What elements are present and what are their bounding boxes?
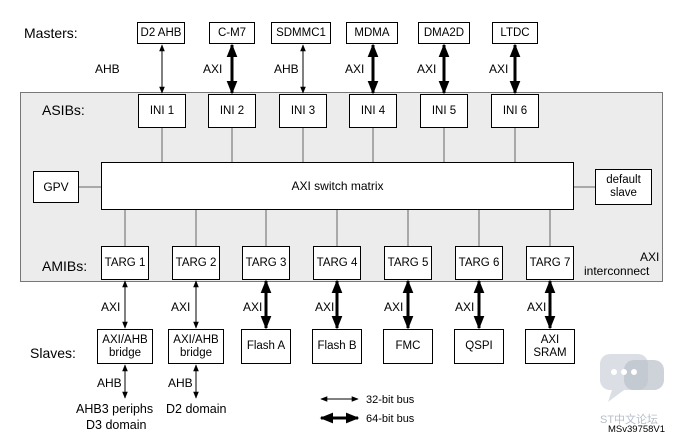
bus-label-slave-1: AXI	[101, 300, 121, 314]
bus-label-slave-2: AXI	[171, 300, 191, 314]
master-sdmmc1: SDMMC1	[271, 22, 331, 44]
bus-label-master-4: AXI	[345, 62, 365, 76]
amib-targ-6: TARG 6	[455, 246, 503, 280]
legend-thin-label: 32-bit bus	[366, 394, 415, 406]
watermark-text: ST中文论坛	[600, 414, 659, 426]
bus-label-downstream-2: AHB	[168, 376, 193, 390]
asib-ini-1: INI 1	[138, 94, 186, 128]
interconnect-label-line1: AXI	[640, 250, 660, 264]
bus-label-slave-3: AXI	[243, 300, 263, 314]
slave-axi-ahb-bridge-1: AXI/AHB bridge	[97, 329, 153, 364]
slave-flash-b: Flash B	[312, 329, 362, 364]
amib-targ-3: TARG 3	[242, 246, 290, 280]
slave-7-line2: SRAM	[533, 346, 567, 359]
asib-ini-3: INI 3	[279, 94, 327, 128]
forum-watermark-icon	[600, 354, 664, 402]
asib-ini-5: INI 5	[420, 94, 468, 128]
slave-2-line2: bridge	[180, 346, 212, 359]
bus-label-slave-4: AXI	[315, 300, 335, 314]
master-c-m7: C-M7	[209, 22, 255, 44]
slave-axi-ahb-bridge-2: AXI/AHB bridge	[168, 329, 224, 364]
amib-targ-2: TARG 2	[172, 246, 220, 280]
d2-domain-label: D2 domain	[166, 402, 227, 416]
slave-1-line2: bridge	[109, 346, 141, 359]
bus-label-master-3: AHB	[274, 62, 299, 76]
interconnect-label-line2: interconnect	[584, 264, 650, 278]
bus-label-slave-5: AXI	[384, 300, 404, 314]
bus-label-slave-7: AXI	[527, 300, 547, 314]
master-ltdc: LTDC	[492, 22, 538, 44]
master-mdma: MDMA	[346, 22, 398, 44]
bus-label-downstream-1: AHB	[97, 376, 122, 390]
slave-2-line1: AXI/AHB	[173, 333, 219, 346]
slave-flash-a: Flash A	[241, 329, 291, 364]
default-slave-line2: slave	[610, 187, 637, 199]
d3-domain-label: D3 domain	[86, 418, 147, 432]
amib-targ-4: TARG 4	[313, 246, 361, 280]
asibs-label: ASIBs:	[42, 102, 85, 118]
asib-ini-2: INI 2	[208, 94, 256, 128]
bus-label-master-2: AXI	[203, 62, 223, 76]
slave-1-line1: AXI/AHB	[102, 333, 148, 346]
bus-label-slave-6: AXI	[455, 300, 475, 314]
amibs-label: AMIBs:	[42, 258, 88, 274]
bus-label-master-6: AXI	[489, 62, 509, 76]
slave-qspi: QSPI	[454, 329, 504, 364]
amib-targ-7: TARG 7	[526, 246, 574, 280]
slave-7-line1: AXI	[540, 333, 560, 346]
default-slave-line1: default	[606, 174, 641, 186]
asib-ini-4: INI 4	[349, 94, 397, 128]
default-slave-block: default slave	[595, 169, 652, 205]
axi-switch-matrix: AXI switch matrix	[101, 162, 574, 210]
masters-label: Masters:	[24, 25, 78, 41]
slave-axi-sram: AXI SRAM	[525, 329, 575, 364]
gpv-block: GPV	[33, 171, 79, 203]
amib-targ-1: TARG 1	[101, 246, 149, 280]
master-d2-ahb: D2 AHB	[137, 22, 185, 44]
legend-thick-label: 64-bit bus	[366, 413, 415, 425]
asib-ini-6: INI 6	[491, 94, 539, 128]
figure-id: MSv39758V1	[608, 424, 666, 435]
amib-targ-5: TARG 5	[384, 246, 432, 280]
bus-label-master-5: AXI	[417, 62, 437, 76]
slave-fmc: FMC	[383, 329, 433, 364]
master-dma2d: DMA2D	[418, 22, 470, 44]
ahb3-periphs-label: AHB3 periphs	[76, 402, 154, 416]
slaves-label: Slaves:	[30, 345, 76, 361]
bus-label-master-1: AHB	[95, 62, 120, 76]
